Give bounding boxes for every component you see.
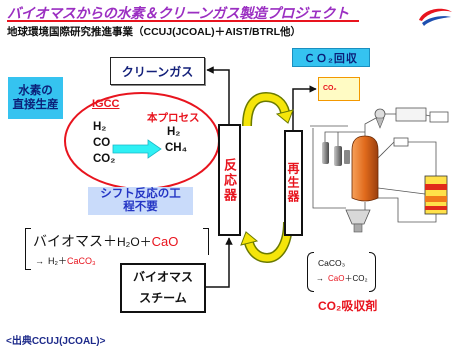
reactor-to-clean-gas-arrow	[206, 66, 230, 124]
reaction-formula: バイオマス＋H₂O＋CaO → H₂＋CaCO₃	[25, 228, 209, 271]
biomass-steam-feed-box: バイオマス スチーム	[120, 263, 206, 313]
regenerator-box: 再生器	[284, 130, 303, 236]
shift-note-line1: シフト反応の工	[100, 188, 181, 200]
clean-gas-label: クリーンガス	[121, 64, 194, 79]
conventional-product: H₂	[93, 121, 107, 133]
co2-output-label: CO₂	[323, 85, 337, 92]
source-citation: <出典CCUJ(JCOAL)>	[6, 336, 106, 347]
process-schematic	[310, 107, 449, 233]
conventional-process-label: IGCC	[92, 98, 120, 110]
title-underline	[7, 20, 359, 22]
slide-title: バイオマスからの水素＆クリーンガス製造プロジェクト	[7, 5, 349, 21]
shift-note-line2: 程不要	[123, 201, 158, 213]
formula-products: → H₂＋CaCO₃	[35, 254, 96, 267]
slide-subtitle: 地球環境国際研究推進事業（CCUJ(JCOAL)＋AIST/BTRL他）	[7, 26, 301, 38]
this-process-product: H₂	[167, 126, 181, 138]
shift-reaction-note: シフト反応の工 程不要	[88, 187, 193, 215]
circulation-arrow-top	[242, 91, 294, 127]
schematic-vessel	[322, 142, 329, 164]
schematic-cyclone	[374, 108, 386, 120]
regen-arrow: →	[316, 274, 324, 283]
direct-hydrogen-line2: 直接生産	[12, 99, 59, 111]
feed-to-reactor-arrow	[206, 237, 233, 288]
co2-recovery-box: ＣＯ₂回収	[292, 48, 370, 67]
conventional-product: CO	[93, 137, 111, 149]
regen-cao: CaO	[328, 274, 345, 283]
feed-line2: スチーム	[139, 291, 187, 305]
formula-caco3: CaCO₃	[67, 256, 96, 266]
formula-reactants: バイオマス＋H₂O＋CaO	[33, 231, 178, 251]
co2-recovery-label: ＣＯ₂回収	[304, 52, 358, 65]
formula-bracket-left	[25, 228, 31, 270]
schematic-hopper	[345, 209, 371, 225]
reactor-label: 反応器	[222, 157, 237, 203]
direct-hydrogen-line1: 水素の	[18, 85, 53, 97]
schematic-tank	[395, 107, 427, 122]
schematic-main-reactor	[351, 135, 379, 202]
conventional-product: CO₂	[93, 153, 116, 165]
regen-bracket-left	[307, 252, 314, 292]
regenerator-to-co2-arrow	[292, 85, 317, 130]
co2-output-box: CO₂	[318, 77, 360, 101]
regen-reactant: CaCO₃	[318, 258, 346, 268]
schematic-piping	[310, 113, 437, 223]
feed-line1: バイオマス	[132, 270, 193, 284]
schematic-tank	[429, 111, 449, 123]
schematic-vessel	[344, 150, 350, 164]
co2-sorbent-caption: CO₂吸収剤	[318, 299, 378, 313]
formula-bracket-right	[203, 228, 209, 255]
reactor-box: 反応器	[218, 124, 241, 236]
schematic-unit	[393, 137, 409, 147]
comparison-ellipse	[64, 92, 220, 190]
schematic-feeder	[353, 223, 363, 233]
regenerator-label: 再生器	[286, 162, 300, 204]
formula-cao: CaO	[151, 234, 179, 249]
conversion-arrow	[112, 139, 162, 159]
circulation-arrow-bottom	[240, 221, 293, 264]
schematic-vessel	[334, 146, 342, 166]
formula-h2: H₂＋	[48, 256, 67, 266]
schematic-cyclone-cone	[375, 117, 385, 129]
formula-arrow: →	[35, 256, 44, 266]
regen-co2: ＋CO₂	[344, 274, 368, 283]
regeneration-equation: CaCO₃ → CaO＋CO₂	[307, 252, 376, 292]
logo-icon	[419, 8, 452, 26]
formula-biomass: バイオマス＋	[33, 233, 117, 249]
regen-bracket-right	[369, 252, 376, 292]
schematic-furnace	[424, 175, 448, 215]
this-process-product: CH₄	[165, 142, 188, 154]
direct-hydrogen-label: 水素の 直接生産	[8, 77, 63, 119]
regen-products: → CaO＋CO₂	[316, 273, 368, 284]
this-process-label: 本プロセス	[147, 112, 200, 124]
clean-gas-box: クリーンガス	[110, 57, 205, 85]
formula-water: H₂O＋	[117, 235, 152, 249]
